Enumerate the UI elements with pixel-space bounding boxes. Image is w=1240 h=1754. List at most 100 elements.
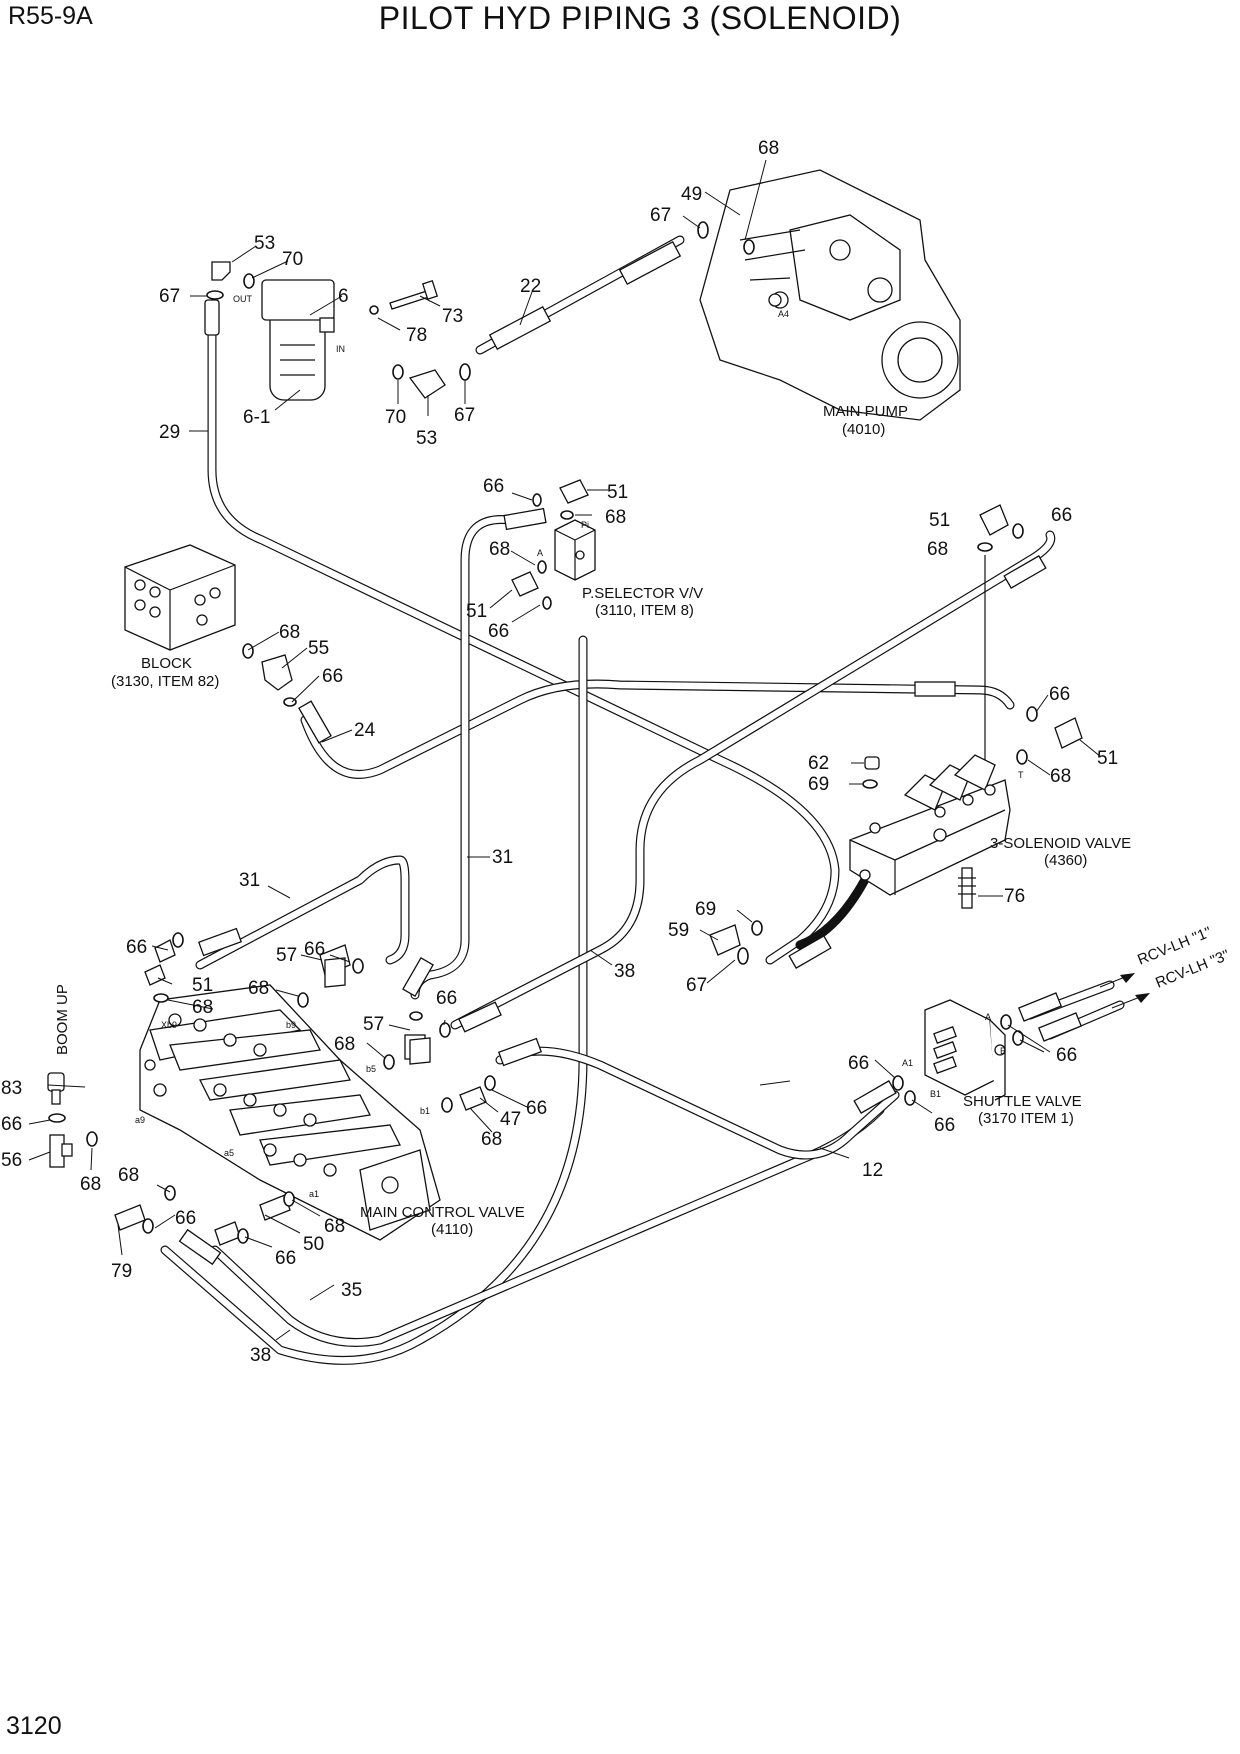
callout-66-mcv-mid: 66 xyxy=(436,988,457,1009)
callout-51-mcv: 51 xyxy=(192,975,213,996)
callout-53-top: 53 xyxy=(254,233,275,254)
callout-66-shuttle-right: 66 xyxy=(1056,1045,1077,1066)
main-control-valve: Xb9 b9 b5 b1 a9 a5 a1 MAIN CONTROL VALVE… xyxy=(135,984,525,1241)
block-label: BLOCK xyxy=(141,655,192,672)
mcv-b5-label: b5 xyxy=(366,1064,376,1074)
pump-port-label: A4 xyxy=(778,309,789,319)
callout-79: 79 xyxy=(111,1261,132,1282)
solenoid-t-label: T xyxy=(1018,770,1024,780)
block: BLOCK (3130, ITEM 82) xyxy=(111,544,293,691)
p-selector-ref: (3110, ITEM 8) xyxy=(595,602,694,619)
callout-73: 73 xyxy=(442,306,463,327)
boom-up-label: BOOM UP xyxy=(54,984,71,1055)
three-solenoid-valve: T 3-SOLENOID VALVE (4360) xyxy=(709,504,1131,956)
callout-68-solenoid-top: 68 xyxy=(927,539,948,560)
model-code: R55-9A xyxy=(8,2,93,30)
callout-66-mcv-bottom: 66 xyxy=(175,1208,196,1229)
callout-76: 76 xyxy=(1004,886,1025,907)
callout-68-switch: 68 xyxy=(80,1174,101,1195)
line-filter: OUT IN xyxy=(211,261,446,401)
callout-83: 83 xyxy=(1,1078,22,1099)
callout-38-bottom: 38 xyxy=(250,1345,271,1366)
callout-66-shuttle-b1: 66 xyxy=(934,1115,955,1136)
p-selector-valve: Pi A P.SELECTOR V/V (3110, ITEM 8) xyxy=(511,479,703,619)
callout-68-mcv-b5: 68 xyxy=(334,1034,355,1055)
callout-66-mcv-b1: 66 xyxy=(526,1098,547,1119)
callout-35: 35 xyxy=(341,1280,362,1301)
filter-out-label: OUT xyxy=(233,294,253,304)
solenoid-valve-ref: (4360) xyxy=(1044,852,1087,869)
callout-56: 56 xyxy=(1,1150,22,1171)
callout-66-pselector-top: 66 xyxy=(483,476,504,497)
callout-57-lower: 57 xyxy=(363,1014,384,1035)
main-pump: A4 MAIN PUMP (4010) xyxy=(699,169,961,438)
callout-69-solenoid: 69 xyxy=(808,774,829,795)
callout-53-bottom: 53 xyxy=(416,428,437,449)
callout-68-pump: 68 xyxy=(758,138,779,159)
hose-fittings xyxy=(178,240,1083,1266)
mcv-b1-label: b1 xyxy=(420,1106,430,1116)
callout-68-pselector-pi: 68 xyxy=(605,507,626,528)
mcv-fittings: BOOM UP xyxy=(47,939,487,1246)
o-rings xyxy=(48,221,1038,1244)
callout-68-mcv-b1: 68 xyxy=(481,1129,502,1150)
callout-66-shuttle-a1: 66 xyxy=(848,1053,869,1074)
callout-6-1: 6-1 xyxy=(243,407,270,428)
callout-labels: 68 49 67 53 70 67 6 73 78 22 6-1 70 67 5… xyxy=(1,138,1118,1366)
solenoid-valve-label: 3-SOLENOID VALVE xyxy=(990,835,1131,852)
callout-31-loop: 31 xyxy=(239,870,260,891)
mcv-label: MAIN CONTROL VALVE xyxy=(360,1204,525,1221)
leader-lines xyxy=(28,159,1102,1341)
mcv-a9-label: a9 xyxy=(135,1115,145,1125)
callout-22: 22 xyxy=(520,276,541,297)
main-pump-ref: (4010) xyxy=(842,421,885,438)
callout-78: 78 xyxy=(406,325,427,346)
mcv-xb9-label: Xb9 xyxy=(161,1020,177,1030)
callout-49: 49 xyxy=(681,184,702,205)
callout-31-vertical: 31 xyxy=(492,847,513,868)
callout-66-mcv-upper: 66 xyxy=(304,939,325,960)
callout-62: 62 xyxy=(808,753,829,774)
callout-68-mcv-a1: 68 xyxy=(324,1216,345,1237)
mcv-ref: (4110) xyxy=(431,1221,473,1238)
main-pump-label: MAIN PUMP xyxy=(823,403,908,420)
callout-68-mcv-xb9: 68 xyxy=(192,997,213,1018)
page-number: 3120 xyxy=(6,1712,62,1740)
block-ref: (3130, ITEM 82) xyxy=(111,673,219,690)
callout-70-top: 70 xyxy=(282,249,303,270)
shuttle-b-label: B xyxy=(1000,1046,1006,1056)
callout-51-solenoid-right: 51 xyxy=(1097,748,1118,769)
shuttle-a-label: A xyxy=(985,1012,991,1022)
callout-67-pump: 67 xyxy=(650,205,671,226)
callout-66-solenoid-right: 66 xyxy=(1049,684,1070,705)
callout-68-block: 68 xyxy=(279,622,300,643)
callout-68-solenoid-t: 68 xyxy=(1050,766,1071,787)
callout-29: 29 xyxy=(159,422,180,443)
shuttle-b1-label: B1 xyxy=(930,1089,941,1099)
mcv-a5-label: a5 xyxy=(224,1148,234,1158)
pselector-pi-label: Pi xyxy=(581,520,589,530)
callout-38-diagonal: 38 xyxy=(614,961,635,982)
callout-66-mcv-a1: 66 xyxy=(275,1248,296,1269)
mcv-b9-label: b9 xyxy=(286,1020,296,1030)
callout-66-switch: 66 xyxy=(1,1114,22,1135)
callout-51-pselector-left: 51 xyxy=(466,601,487,622)
callout-68-mcv-b9: 68 xyxy=(248,978,269,999)
shuttle-valve-ref: (3170 ITEM 1) xyxy=(978,1110,1074,1127)
callout-47: 47 xyxy=(500,1109,521,1130)
callout-66-solenoid-top: 66 xyxy=(1051,505,1072,526)
shuttle-a1-label: A1 xyxy=(902,1058,913,1068)
callout-67-filter-bottom: 67 xyxy=(454,405,475,426)
shuttle-valve-label: SHUTTLE VALVE xyxy=(963,1093,1082,1110)
callout-6: 6 xyxy=(338,286,349,307)
callout-68-mcv-a9: 68 xyxy=(118,1165,139,1186)
callout-66-block: 66 xyxy=(322,666,343,687)
callout-68-pselector-a: 68 xyxy=(489,539,510,560)
callout-66-mcv-left: 66 xyxy=(126,937,147,958)
callout-55: 55 xyxy=(308,638,329,659)
mcv-a1-label: a1 xyxy=(309,1189,319,1199)
callout-57-upper: 57 xyxy=(276,945,297,966)
callout-24: 24 xyxy=(354,720,376,741)
p-selector-label: P.SELECTOR V/V xyxy=(582,585,703,602)
